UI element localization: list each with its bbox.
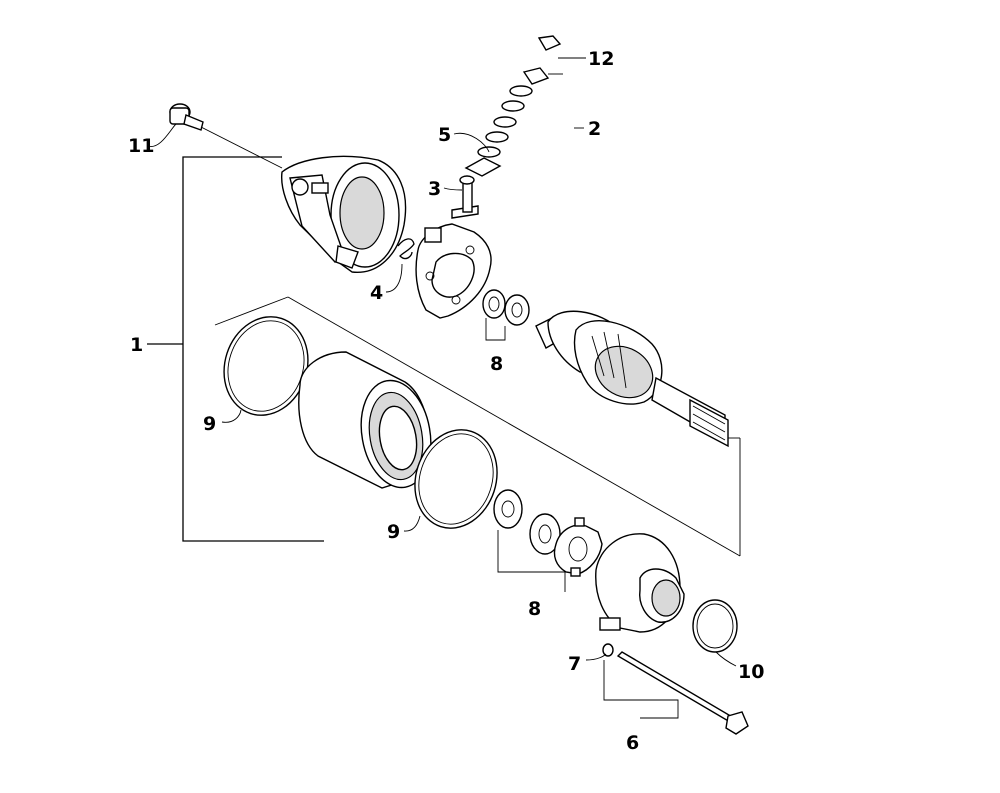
callout-2: 2 (588, 118, 601, 140)
group-frame-lines (214, 296, 741, 557)
brush-plate-icon (415, 223, 492, 319)
clip-icon (397, 238, 415, 260)
end-cover-icon (281, 155, 407, 273)
callout-5: 5 (438, 124, 451, 146)
o-ring-lower-icon (414, 429, 498, 529)
callout-1: 1 (130, 334, 143, 356)
through-bolt-icon (616, 651, 749, 735)
callout-6: 6 (626, 732, 639, 754)
motor-yoke-icon (298, 351, 432, 489)
callout-8-lower: 8 (528, 598, 541, 620)
washer-stack-icon (464, 35, 562, 177)
callout-9-lower: 9 (387, 521, 400, 543)
callout-3: 3 (428, 178, 441, 200)
thrust-washer-lower-icon (493, 489, 561, 555)
assembly-bracket (147, 156, 324, 542)
armature-icon (535, 310, 729, 448)
callout-8-upper: 8 (490, 353, 503, 375)
o-ring-small-icon (692, 599, 738, 653)
small-washer-icon (602, 643, 614, 657)
callout-9-upper: 9 (203, 413, 216, 435)
callout-4: 4 (370, 282, 383, 304)
rear-cover-icon (595, 533, 685, 633)
callout-10: 10 (738, 661, 764, 683)
lock-plate-icon (553, 517, 603, 577)
bolt-icon (169, 103, 283, 169)
callout-labels: 1 2 3 4 5 6 7 8 8 9 9 10 11 12 (128, 48, 764, 754)
terminal-bolt-icon (451, 175, 479, 219)
callout-12: 12 (588, 48, 614, 70)
leader-lines (147, 57, 737, 719)
thrust-washer-upper-icon (482, 289, 530, 326)
callout-11: 11 (128, 135, 154, 157)
callout-7: 7 (568, 653, 581, 675)
